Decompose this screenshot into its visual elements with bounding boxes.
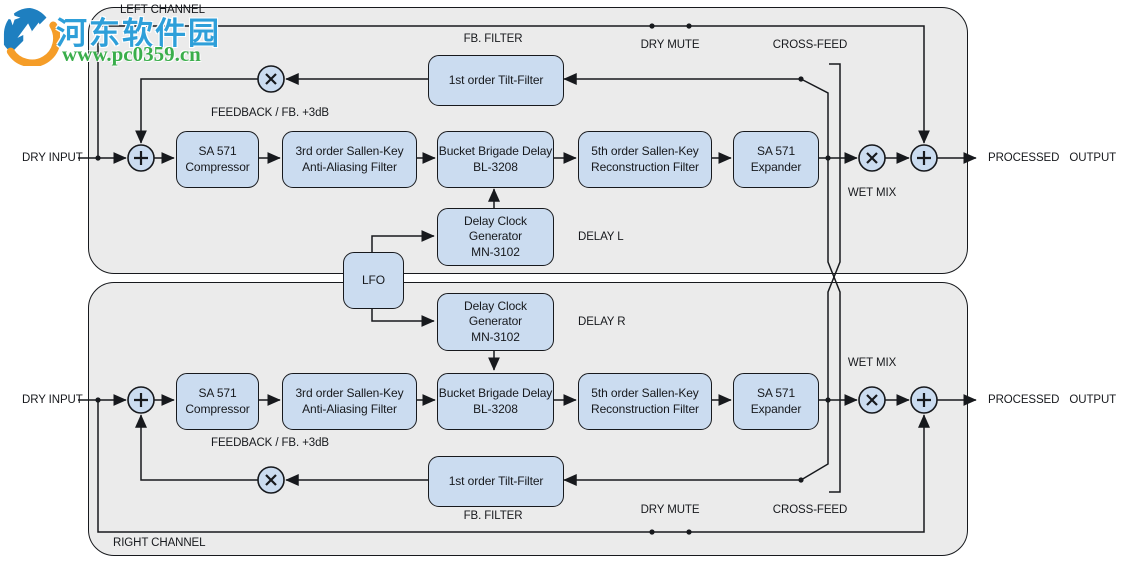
- multiply-node-right-feedback: [257, 466, 285, 494]
- wire-dry-bypass-left: [97, 25, 930, 158]
- feedback-label-left: FEEDBACK / FB. +3dB: [211, 107, 329, 119]
- block-label: Anti-Aliasing Filter: [302, 401, 397, 416]
- block-label: Bucket Brigade Delay: [438, 144, 553, 158]
- multiply-node-left-feedback: [257, 65, 285, 93]
- wire-feedback-sum-left: [135, 78, 258, 144]
- dry-mute-contact: [686, 23, 692, 29]
- dry-mute-label-right: DRY MUTE: [640, 504, 700, 516]
- block-compressor-right: SA 571 Compressor: [176, 373, 259, 430]
- signal-wires: [78, 25, 977, 533]
- block-lfo: LFO: [343, 252, 404, 309]
- block-label: Expander: [750, 159, 802, 174]
- junction-dot: [798, 76, 804, 82]
- cross-feed-label-left: CROSS-FEED: [772, 39, 848, 51]
- processed-output-label-right: PROCESSED OUTPUT: [988, 394, 1117, 406]
- sum-node-left-output: [910, 144, 938, 172]
- block-label: SA 571: [198, 144, 237, 158]
- sum-node-right-output: [910, 386, 938, 414]
- dry-mute-contact: [686, 529, 692, 535]
- block-bbd-left: Bucket Brigade Delay BL-3208: [437, 131, 554, 188]
- block-label: Compressor: [185, 159, 250, 174]
- junction-dot: [825, 155, 831, 161]
- sum-node-left-input: [127, 144, 155, 172]
- sum-node-right-input: [127, 386, 155, 414]
- block-label: MN-3102: [471, 244, 520, 259]
- wet-mix-label-left: WET MIX: [847, 187, 897, 199]
- dry-mute-label-left: DRY MUTE: [640, 39, 700, 51]
- block-label: BL-3208: [473, 159, 518, 174]
- dry-input-label-left: DRY INPUT: [22, 152, 83, 164]
- block-label: SA 571: [756, 144, 796, 158]
- block-label: MN-3102: [471, 329, 520, 344]
- math-nodes: [127, 65, 938, 494]
- junction-dot: [95, 155, 101, 161]
- wire-lfo-clock-left: [371, 230, 435, 252]
- watermark-site-name: 河东软件园: [56, 16, 221, 51]
- right-channel-title: RIGHT CHANNEL: [113, 537, 206, 549]
- block-label: Compressor: [185, 401, 250, 416]
- block-clock-generator-right: Delay Clock Generator MN-3102: [437, 293, 554, 351]
- block-label: SA 571: [756, 386, 796, 400]
- multiply-node-left-wetmix: [858, 144, 886, 172]
- block-label: BL-3208: [473, 401, 518, 416]
- wire-crossfeed-right-to-left: [827, 63, 841, 400]
- fb-filter-label-right: FB. FILTER: [463, 510, 523, 522]
- block-bbd-right: Bucket Brigade Delay BL-3208: [437, 373, 554, 430]
- block-label: Reconstruction Filter: [591, 159, 699, 174]
- wire-feedback-tap-left: [800, 78, 829, 158]
- block-expander-right: SA 571 Expander: [733, 373, 819, 430]
- wire-lfo-clock-right: [371, 307, 435, 327]
- block-anti-alias-left: 3rd order Sallen-Key Anti-Aliasing Filte…: [282, 131, 417, 188]
- block-label: Reconstruction Filter: [591, 401, 699, 416]
- block-label: Expander: [750, 401, 802, 416]
- block-tilt-filter-left: 1st order Tilt-Filter: [428, 55, 564, 106]
- watermark-logo-icon: [3, 7, 60, 66]
- block-reconstruction-right: 5th order Sallen-Key Reconstruction Filt…: [578, 373, 712, 430]
- wire-crossfeed-left-to-right: [827, 158, 841, 493]
- block-label: 5th order Sallen-Key: [591, 386, 699, 400]
- block-label: 3rd order Sallen-Key: [295, 144, 404, 158]
- processed-output-label-left: PROCESSED OUTPUT: [988, 152, 1117, 164]
- block-tilt-filter-right: 1st order Tilt-Filter: [428, 456, 564, 507]
- junction-dot: [95, 397, 101, 403]
- block-label: 5th order Sallen-Key: [591, 144, 699, 158]
- left-channel-title: LEFT CHANNEL: [120, 4, 205, 16]
- block-label: Delay Clock Generator: [464, 298, 527, 329]
- delay-l-label: DELAY L: [578, 231, 624, 243]
- dry-mute-contact: [649, 529, 655, 535]
- junction-dots: [95, 23, 831, 535]
- wire-feedback-tap-right: [800, 400, 829, 481]
- block-anti-alias-right: 3rd order Sallen-Key Anti-Aliasing Filte…: [282, 373, 417, 430]
- block-label: SA 571: [198, 386, 237, 400]
- block-clock-generator-left: Delay Clock Generator MN-3102: [437, 208, 554, 266]
- dry-mute-contact: [649, 23, 655, 29]
- junction-dot: [798, 477, 804, 483]
- block-label: 1st order Tilt-Filter: [448, 72, 544, 87]
- watermark-site-url: www.pc0359.cn: [62, 42, 201, 66]
- block-label: LFO: [361, 272, 386, 287]
- delay-r-label: DELAY R: [578, 316, 626, 328]
- wet-mix-label-right: WET MIX: [847, 357, 897, 369]
- dry-input-label-right: DRY INPUT: [22, 394, 83, 406]
- block-reconstruction-left: 5th order Sallen-Key Reconstruction Filt…: [578, 131, 712, 188]
- block-expander-left: SA 571 Expander: [733, 131, 819, 188]
- block-label: 1st order Tilt-Filter: [448, 473, 544, 488]
- block-label: 3rd order Sallen-Key: [295, 386, 404, 400]
- block-label: Bucket Brigade Delay: [438, 386, 553, 400]
- feedback-label-right: FEEDBACK / FB. +3dB: [211, 437, 329, 449]
- wire-dry-bypass-right: [97, 400, 930, 533]
- fb-filter-label-left: FB. FILTER: [463, 33, 523, 45]
- junction-dot: [825, 397, 831, 403]
- block-label: Delay Clock Generator: [464, 213, 527, 244]
- block-compressor-left: SA 571 Compressor: [176, 131, 259, 188]
- multiply-node-right-wetmix: [858, 386, 886, 414]
- block-label: Anti-Aliasing Filter: [302, 159, 397, 174]
- cross-feed-label-right: CROSS-FEED: [772, 504, 848, 516]
- wire-feedback-sum-right: [135, 414, 258, 481]
